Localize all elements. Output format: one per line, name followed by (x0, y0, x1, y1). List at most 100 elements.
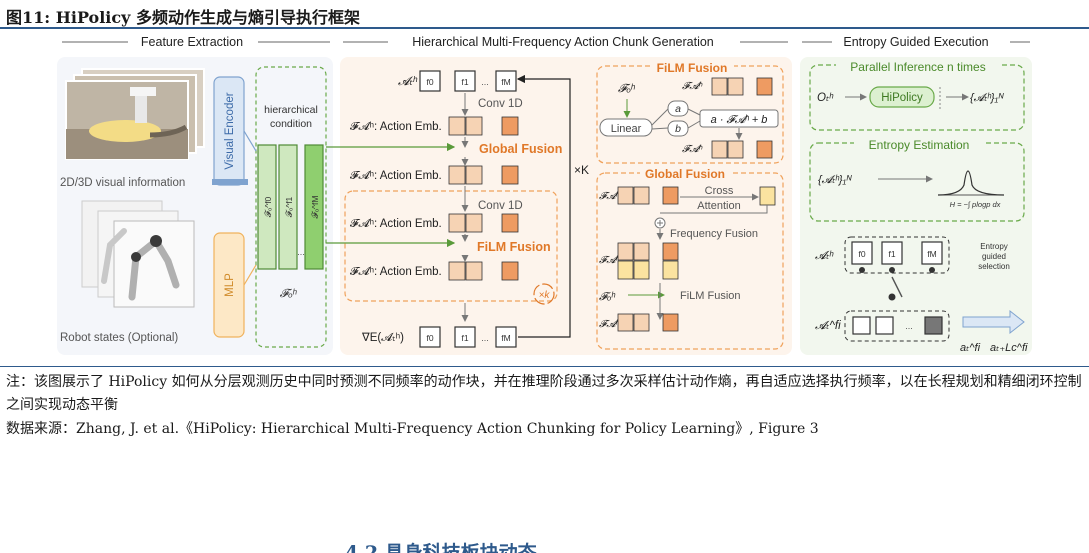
robot-photo-front (113, 220, 195, 308)
repeat-K-loop-arrow (516, 74, 571, 338)
next-section-heading: 4.2 具身科技板块动态 (345, 542, 537, 553)
action-emb-cells-2 (448, 165, 519, 185)
film-loop-box (344, 190, 558, 302)
hierarchical-condition-box (255, 66, 327, 348)
scale-a-label: a (675, 103, 681, 115)
shift-b-block (667, 120, 689, 137)
action-emb-label-2: 𝓕𝓐ʰ: Action Emb. (350, 170, 442, 182)
samples-in-label: {𝓐ₜʰ}₁ᴺ (818, 174, 852, 186)
mlp-block (213, 232, 245, 338)
execution-action-end: aₜ₊Lc^fi (990, 342, 1028, 354)
global-detail-title: Global Fusion (645, 167, 725, 181)
action-emb-cells-1 (448, 116, 519, 136)
film-detail-f-a-bottom: 𝓕𝓐ʰ (682, 144, 703, 155)
conv1d-inner-label: Conv 1D (478, 200, 523, 212)
bottom-cell-f0: f0 (426, 333, 433, 343)
selected-action-cells: ... (852, 316, 943, 335)
gradient-energy-label: ∇E(𝓐ₜʰ) (361, 332, 404, 344)
condition-column-f1 (278, 144, 298, 270)
selection-line1: Entropy (980, 242, 1008, 251)
execution-action-start: aₜ^fi (960, 342, 981, 354)
action-top-label: 𝓐ₜʰ (398, 74, 418, 88)
mlp-label: MLP (224, 273, 236, 297)
condition-column-fm (304, 144, 324, 270)
film-detail-f-a-top: 𝓕𝓐ʰ (682, 81, 703, 92)
film-detail-f-o: 𝓕ₒʰ (618, 83, 635, 95)
caption-rule (0, 366, 1089, 367)
loop-k-label: ×k (539, 290, 551, 301)
selected-cell-dots: ... (905, 321, 913, 331)
global-detail-f-a-3: 𝓕𝓐ʰ (599, 319, 620, 330)
action-emb-label-3: 𝓕𝓐ʰ: Action Emb. (350, 218, 442, 230)
candidate-cells: f0 f1 fM (851, 241, 943, 265)
selector-switch (891, 276, 903, 298)
top-cell-dots: ... (481, 77, 489, 87)
action-emb-cells-3 (448, 213, 519, 233)
cross-label-1: Cross (705, 185, 734, 197)
candidate-cell-f1: f1 (888, 249, 895, 259)
observation-label: Oₜʰ (817, 92, 833, 104)
encoder-to-condition-connector (243, 130, 257, 152)
global-detail-f-a-2: 𝓕𝓐ʰ (599, 255, 620, 266)
figure-title: 图11: HiPolicy 多频动作生成与熵引导执行框架 (6, 8, 360, 27)
loop-k-icon (533, 283, 555, 305)
hipolicy-label: HiPolicy (881, 92, 923, 104)
selected-action-box (844, 310, 950, 342)
action-emb-cells-4 (448, 261, 519, 281)
bottom-cell-fm: fM (501, 333, 510, 343)
frequency-fusion-label: Frequency Fusion (670, 228, 758, 240)
figure-svg: Feature Extraction Hierarchical Multi-Fr… (57, 35, 1032, 355)
candidate-cell-fm: fM (927, 249, 936, 259)
candidate-cell-f0: f0 (858, 249, 865, 259)
hier-condition-line1: hierarchical (264, 104, 318, 116)
figure-note: 注：该图展示了 HiPolicy 如何从分层观测历史中同时预测不同频率的动作块，… (6, 374, 1082, 413)
conv1d-top-label: Conv 1D (478, 98, 523, 110)
figure-source: 数据来源：Zhang, J. et al.《HiPolicy: Hierarch… (6, 421, 819, 437)
cross-label-2: Attention (697, 200, 740, 212)
shift-b-label: b (675, 123, 681, 135)
entropy-estimation-title: Entropy Estimation (869, 138, 970, 152)
section-title-feature: Feature Extraction (141, 35, 243, 49)
section-header-feature: Feature Extraction (62, 35, 330, 49)
linear-label: Linear (611, 123, 642, 135)
column-label-f0: 𝓕ₒ^f0 (263, 196, 273, 217)
repeat-K-label: ×K (574, 163, 589, 177)
section-title-entropy: Entropy Guided Execution (843, 35, 988, 49)
film-fusion-label: FiLM Fusion (477, 240, 551, 254)
visual-info-label: 2D/3D visual information (60, 177, 185, 189)
entropy-panel (800, 57, 1032, 355)
column-dots: ... (297, 247, 305, 257)
global-detail-f-o: 𝓕ₒʰ (599, 291, 615, 303)
linear-block (599, 118, 653, 137)
film-detail-cells-top (711, 77, 773, 96)
global-detail-f-a-1: 𝓕𝓐ʰ (599, 191, 620, 202)
top-cell-f0: f0 (426, 77, 433, 87)
section-header-generation: Hierarchical Multi-Frequency Action Chun… (343, 35, 788, 49)
condition-column-f0 (257, 144, 277, 270)
architecture-figure: Feature Extraction Hierarchical Multi-Fr… (0, 29, 1089, 365)
cross-attention-query (759, 186, 776, 206)
section-title-generation: Hierarchical Multi-Frequency Action Chun… (412, 35, 714, 49)
selection-line2: guided (982, 252, 1006, 261)
global-film-fusion-label: FiLM Fusion (680, 290, 741, 302)
hipolicy-block (869, 86, 935, 108)
global-cells-3 (617, 313, 679, 332)
action-emb-label-4: 𝓕𝓐ʰ: Action Emb. (350, 266, 442, 278)
global-cells-2 (617, 242, 679, 280)
visual-encoder-label: Visual Encoder (224, 92, 236, 169)
robot-photos (81, 200, 195, 308)
execution-arrow (962, 309, 1025, 335)
global-fusion-label: Global Fusion (479, 142, 562, 156)
selection-line3: selection (978, 262, 1010, 271)
top-cell-fm: fM (501, 77, 510, 87)
action-chunk-top: f0 f1 fM ... (419, 70, 517, 92)
film-formula: a · 𝓕𝓐ʰ + b (711, 114, 768, 126)
mlp-to-condition-connector (243, 264, 257, 286)
bottom-cell-f1: f1 (461, 333, 468, 343)
visual-photos (65, 68, 205, 160)
title-rule (0, 27, 1089, 29)
selected-action-label: 𝓐ₜ^fi (815, 320, 841, 332)
column-label-f1: 𝓕ₒ^f1 (284, 196, 294, 217)
section-header-entropy: Entropy Guided Execution (802, 35, 1030, 49)
action-emb-label-1: 𝓕𝓐ʰ: Action Emb. (350, 121, 442, 133)
